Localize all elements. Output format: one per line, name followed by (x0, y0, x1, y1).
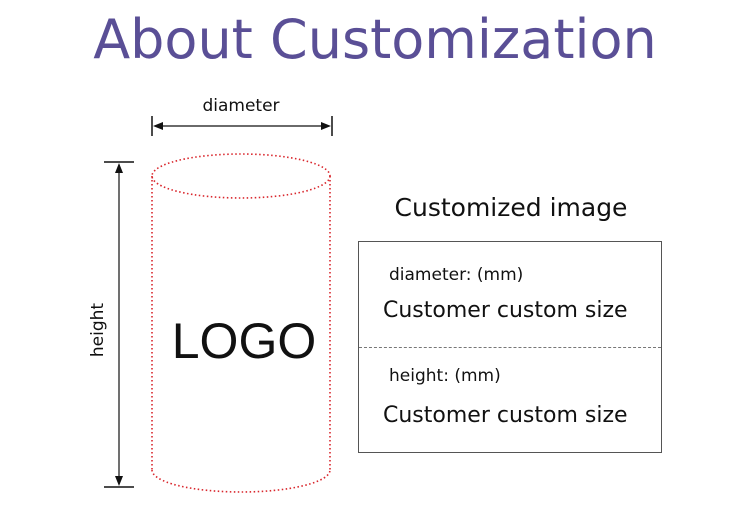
page-title: About Customization (93, 8, 657, 71)
spec-value: Customer custom size (383, 403, 628, 428)
customized-image-heading: Customized image (394, 193, 628, 222)
spec-label: diameter: (mm) (389, 265, 524, 285)
height-dimension (104, 161, 134, 488)
spec-row-diameter: diameter: (mm) Customer custom size (359, 242, 661, 348)
diameter-dimension (151, 116, 333, 136)
logo-text: LOGO (172, 313, 316, 369)
spec-row-height: height: (mm) Customer custom size (359, 347, 661, 452)
spec-label: height: (mm) (389, 366, 501, 386)
height-label: height (88, 303, 108, 358)
spec-value: Customer custom size (383, 298, 628, 323)
cylinder-outline (151, 153, 331, 493)
diameter-label: diameter (202, 96, 279, 116)
spec-box: diameter: (mm) Customer custom size heig… (358, 241, 662, 453)
